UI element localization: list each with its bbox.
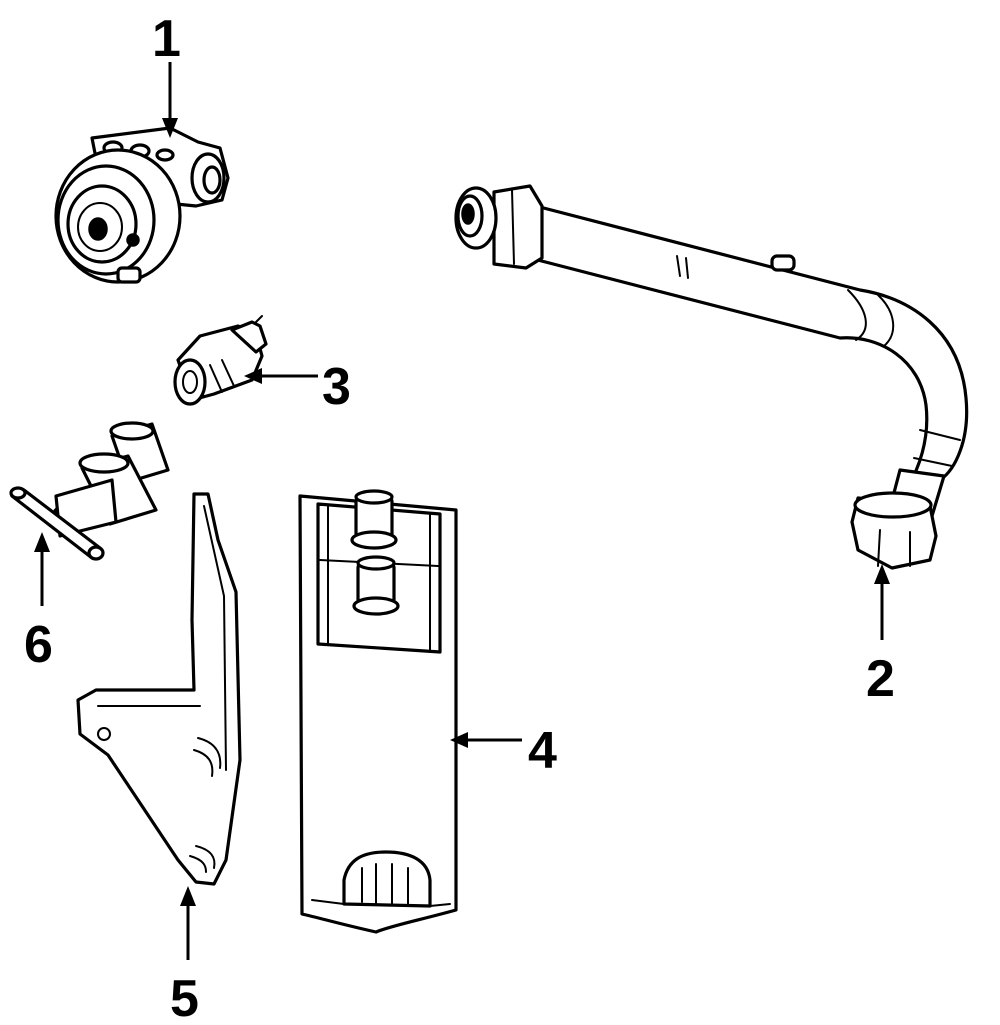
leader-lines <box>34 62 890 960</box>
arrowhead-1 <box>162 118 178 138</box>
arrowhead-2 <box>874 564 890 584</box>
callout-5: 5 <box>170 970 199 1025</box>
callout-numbers: 1 2 3 4 5 6 <box>24 10 895 1025</box>
arrowhead-4 <box>450 732 468 748</box>
part-2-hose <box>454 184 969 570</box>
callout-6: 6 <box>24 616 53 674</box>
arrowhead-6 <box>34 532 50 552</box>
callout-2: 2 <box>866 650 895 708</box>
arrowhead-3 <box>244 368 262 384</box>
arrowhead-5 <box>180 886 196 906</box>
part-3-sensor <box>173 315 268 406</box>
callout-3: 3 <box>322 358 351 416</box>
part-6-pin <box>9 421 170 561</box>
callout-1: 1 <box>152 10 181 68</box>
callout-4: 4 <box>528 722 557 780</box>
part-4-receiver-drier <box>298 489 458 934</box>
part-5-bracket <box>76 492 242 886</box>
part-1-pulley <box>54 126 230 284</box>
